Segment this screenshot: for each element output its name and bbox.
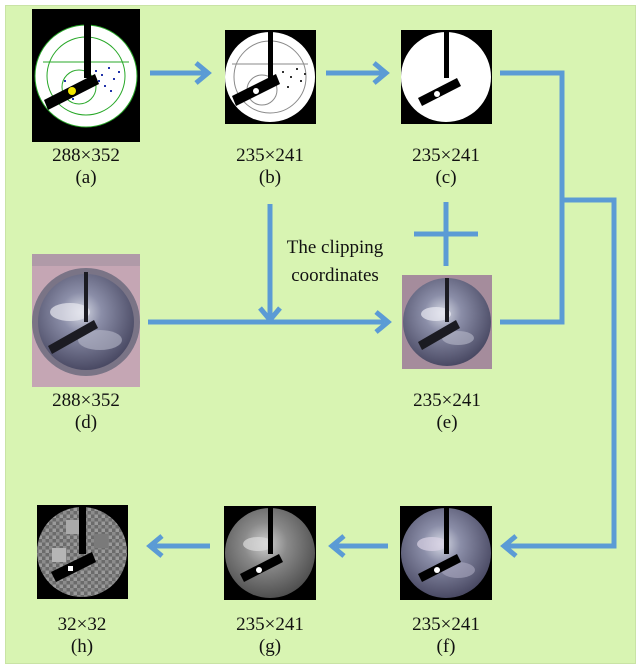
caption-a: 288×352 (a) bbox=[6, 145, 166, 189]
size-label-h: 32×32 bbox=[2, 614, 162, 636]
image-f bbox=[400, 506, 492, 600]
image-c bbox=[401, 30, 492, 124]
panel-label-f: (f) bbox=[366, 636, 526, 658]
panel-label-d: (d) bbox=[6, 412, 166, 434]
size-label-a: 288×352 bbox=[6, 145, 166, 167]
size-label-g: 235×241 bbox=[190, 614, 350, 636]
arrow-f-to-g bbox=[332, 536, 388, 556]
clipping-annotation: The clipping coordinates bbox=[272, 234, 398, 290]
panel-label-g: (g) bbox=[190, 636, 350, 658]
caption-d: 288×352 (d) bbox=[6, 390, 166, 434]
panel-label-h: (h) bbox=[2, 636, 162, 658]
annotation-line-2: coordinates bbox=[272, 262, 398, 290]
panel-label-c: (c) bbox=[366, 167, 526, 189]
image-g bbox=[224, 506, 316, 600]
caption-g: 235×241 (g) bbox=[190, 614, 350, 658]
caption-b: 235×241 (b) bbox=[190, 145, 350, 189]
image-b bbox=[225, 30, 316, 124]
panel-label-e: (e) bbox=[367, 412, 527, 434]
arrow-g-to-h bbox=[150, 536, 210, 556]
caption-e: 235×241 (e) bbox=[367, 390, 527, 434]
size-label-c: 235×241 bbox=[366, 145, 526, 167]
arrow-a-to-b bbox=[150, 63, 208, 83]
image-h bbox=[37, 505, 128, 599]
plus-sign bbox=[414, 202, 478, 266]
size-label-e: 235×241 bbox=[367, 390, 527, 412]
caption-f: 235×241 (f) bbox=[366, 614, 526, 658]
panel-label-a: (a) bbox=[6, 167, 166, 189]
size-label-f: 235×241 bbox=[366, 614, 526, 636]
arrow-b-to-c bbox=[326, 63, 386, 83]
image-d bbox=[32, 254, 140, 387]
panel-label-b: (b) bbox=[190, 167, 350, 189]
size-label-d: 288×352 bbox=[6, 390, 166, 412]
caption-h: 32×32 (h) bbox=[2, 614, 162, 658]
image-e bbox=[402, 275, 492, 369]
image-a bbox=[32, 9, 140, 142]
size-label-b: 235×241 bbox=[190, 145, 350, 167]
annotation-line-1: The clipping bbox=[272, 234, 398, 262]
caption-c: 235×241 (c) bbox=[366, 145, 526, 189]
